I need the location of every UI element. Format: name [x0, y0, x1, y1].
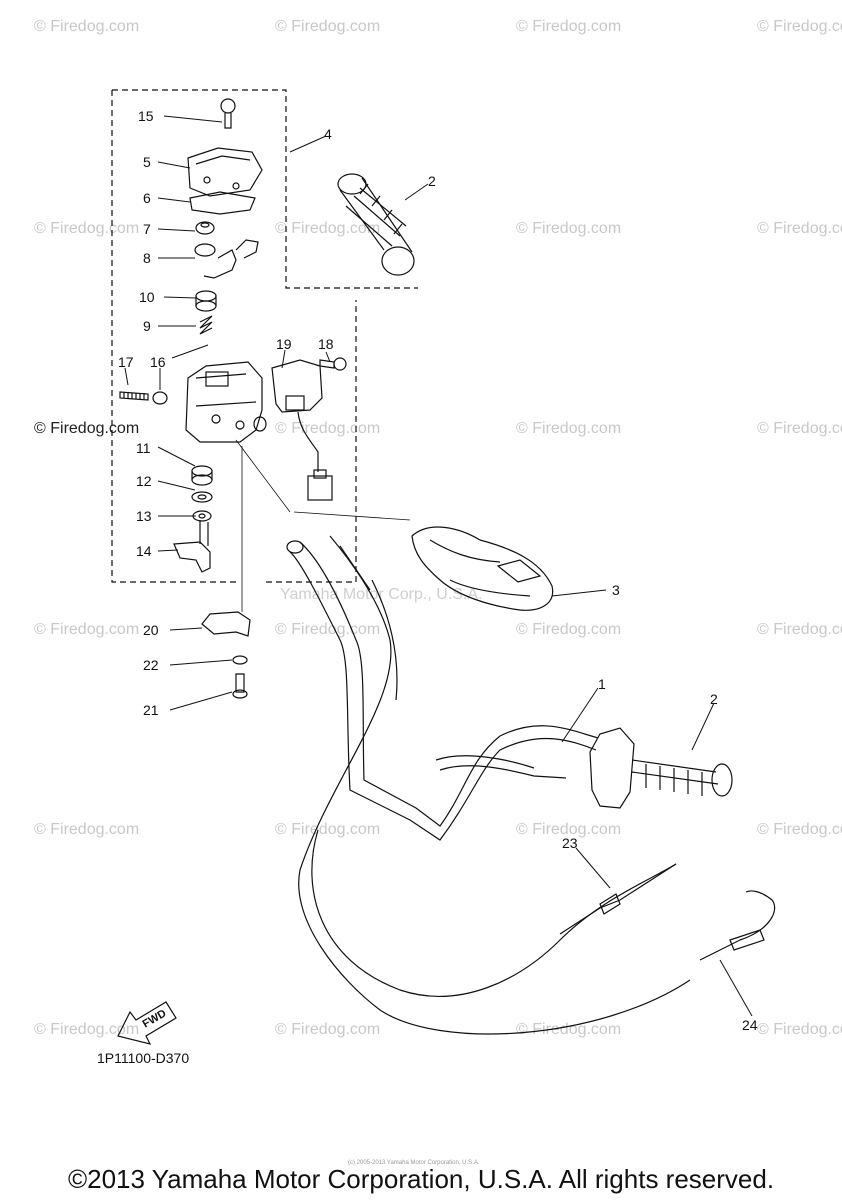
watermark: © Firedog.com — [516, 1021, 622, 1038]
watermark: © Firedog.com — [34, 18, 140, 35]
callout-3: 3 — [612, 582, 620, 598]
watermark: © Firedog.com — [757, 220, 842, 237]
center-watermark: Yamaha Motor Corp., U.S.A. — [280, 586, 483, 603]
watermark: © Firedog.com — [275, 18, 381, 35]
watermark: © Firedog.com — [516, 621, 622, 638]
callout-10: 10 — [139, 289, 155, 305]
watermark: © Firedog.com — [34, 821, 140, 838]
watermark: © Firedog.com — [516, 420, 622, 437]
small-copyright: (c) 2005-2013 Yamaha Motor Corporation, … — [348, 1160, 480, 1166]
callout-24: 24 — [742, 1017, 758, 1033]
watermark: © Firedog.com — [34, 420, 140, 437]
watermark: © Firedog.com — [757, 821, 842, 838]
callout-2-top: 2 — [428, 173, 436, 189]
watermark: © Firedog.com — [275, 821, 381, 838]
watermark: © Firedog.com — [516, 18, 622, 35]
watermark: © Firedog.com — [757, 1021, 842, 1038]
callout-8: 8 — [143, 250, 151, 266]
callout-18: 18 — [318, 336, 334, 352]
callout-15: 15 — [138, 108, 154, 124]
callout-4: 4 — [324, 126, 332, 142]
callout-14: 14 — [136, 543, 152, 559]
watermark: © Firedog.com — [757, 621, 842, 638]
watermark: © Firedog.com — [34, 220, 140, 237]
callout-20: 20 — [143, 622, 159, 638]
callout-6: 6 — [143, 190, 151, 206]
callout-17: 17 — [118, 354, 134, 370]
watermark: © Firedog.com — [516, 220, 622, 237]
watermark: © Firedog.com — [34, 1021, 140, 1038]
callout-5: 5 — [143, 154, 151, 170]
callout-22: 22 — [143, 657, 159, 673]
callout-1: 1 — [598, 676, 606, 692]
callout-9: 9 — [143, 318, 151, 334]
callout-7: 7 — [143, 221, 151, 237]
callout-12: 12 — [136, 473, 152, 489]
callout-21: 21 — [143, 702, 159, 718]
callout-2-right: 2 — [710, 691, 718, 707]
callout-16: 16 — [150, 354, 166, 370]
callout-19: 19 — [276, 336, 292, 352]
callout-23: 23 — [562, 835, 578, 851]
callout-11: 11 — [136, 440, 151, 456]
watermark: © Firedog.com — [757, 18, 842, 35]
watermark: © Firedog.com — [275, 220, 381, 237]
watermark: © Firedog.com — [275, 1021, 381, 1038]
watermark: © Firedog.com — [34, 621, 140, 638]
callout-13: 13 — [136, 508, 152, 524]
watermark: © Firedog.com — [757, 420, 842, 437]
copyright-notice: ©2013 Yamaha Motor Corporation, U.S.A. A… — [67, 1164, 775, 1194]
diagram-code: 1P11100-D370 — [97, 1050, 190, 1066]
watermark: © Firedog.com — [516, 821, 622, 838]
